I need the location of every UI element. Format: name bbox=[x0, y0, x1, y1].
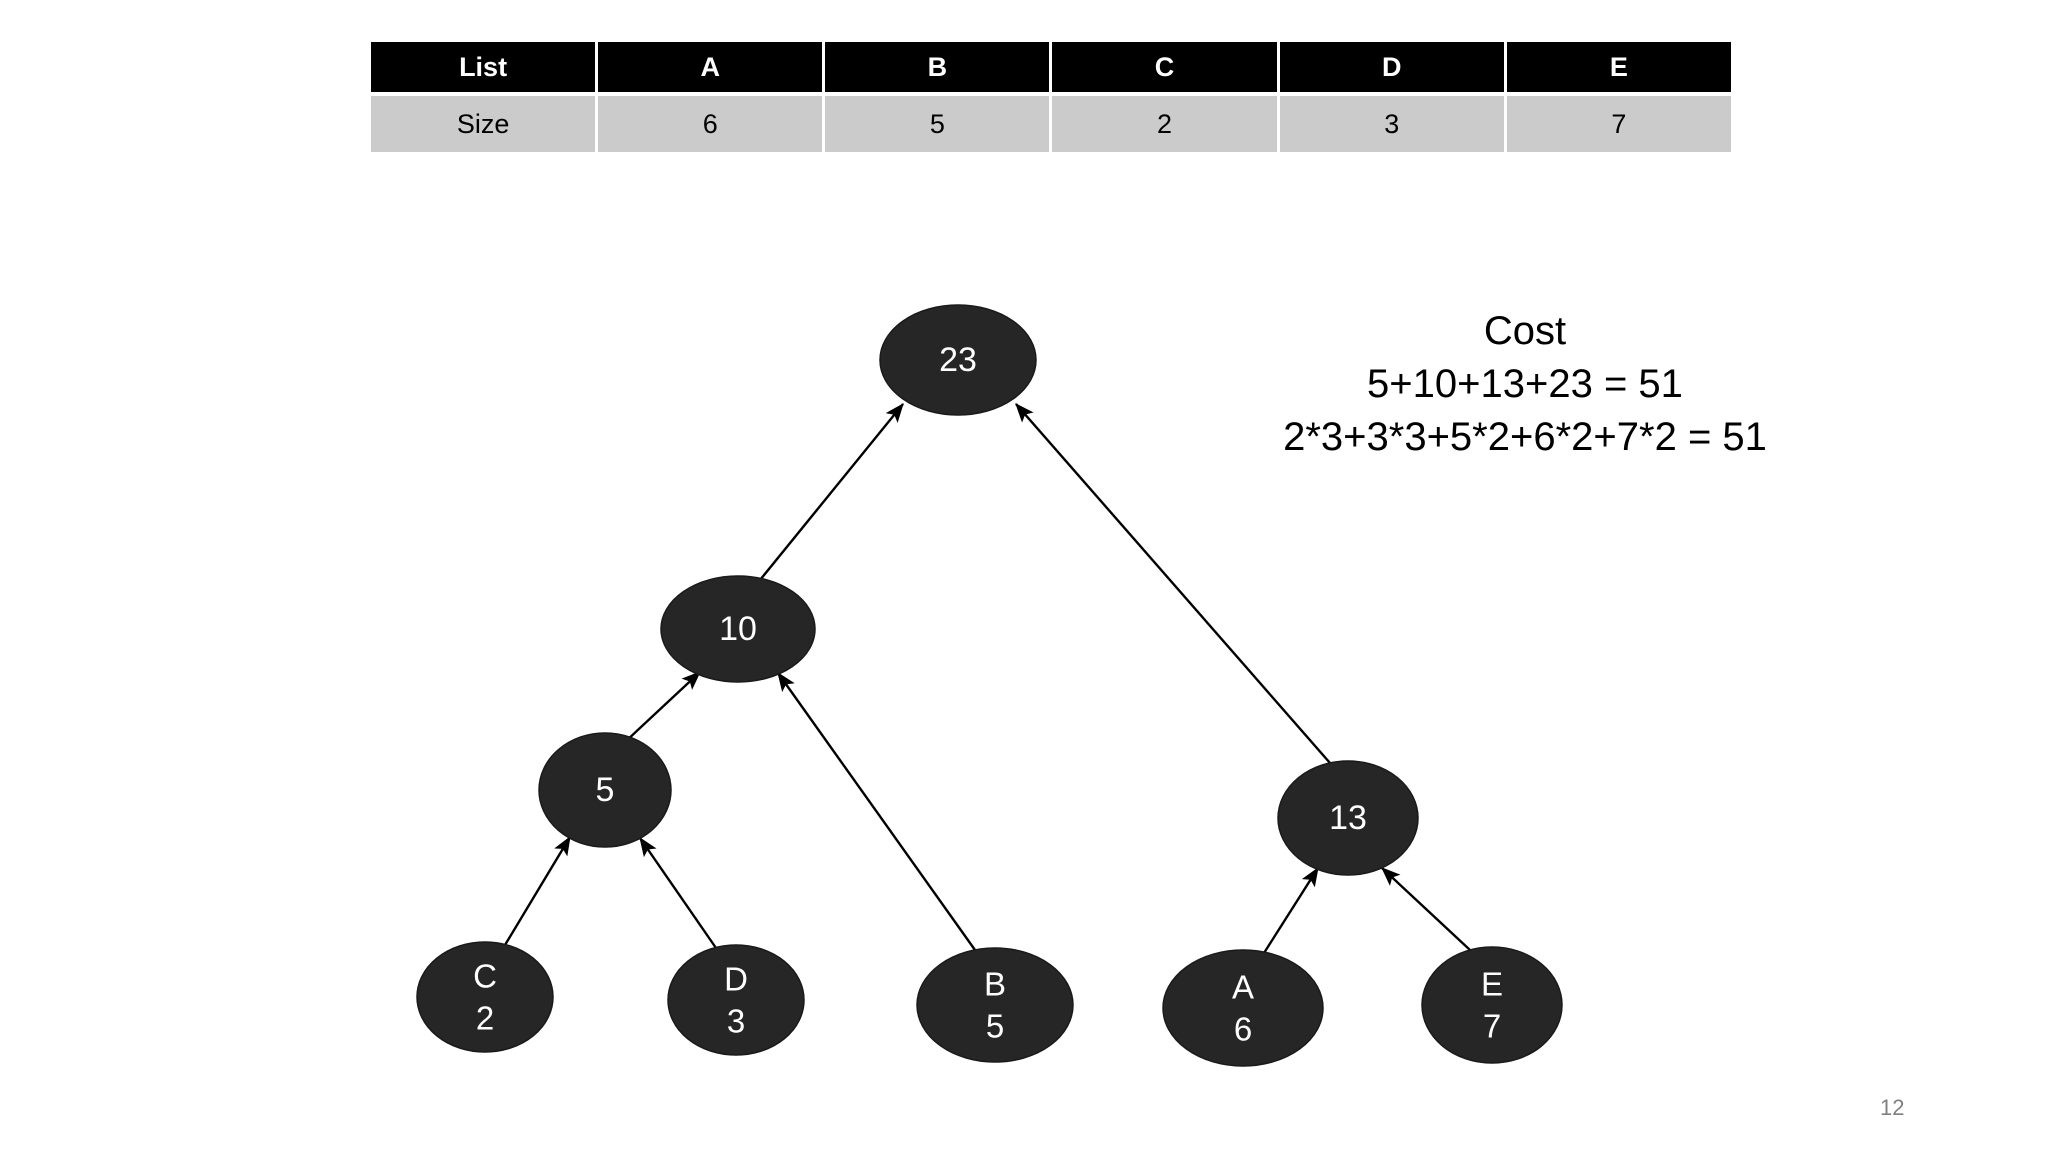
node-label-name-leafB: B bbox=[984, 966, 1006, 1003]
node-shape-n10 bbox=[660, 575, 816, 683]
node-shape-n5 bbox=[538, 732, 672, 848]
node-shape-leafA bbox=[1162, 949, 1324, 1067]
node-shape-leafE bbox=[1421, 946, 1563, 1064]
table-cell-size-d: 3 bbox=[1279, 96, 1504, 152]
node-label-name-leafC: C bbox=[473, 958, 497, 995]
table-cell-size-label: Size bbox=[371, 96, 596, 152]
tree-node-n5[interactable]: 5 bbox=[538, 732, 672, 848]
node-label-name-leafD: D bbox=[724, 961, 748, 998]
size-table: List A B C D E Size 6 5 2 3 7 bbox=[368, 38, 1734, 156]
tree-node-leafC[interactable]: C2 bbox=[416, 941, 554, 1053]
table-cell-size-a: 6 bbox=[598, 96, 823, 152]
tree-node-leafB[interactable]: B5 bbox=[916, 947, 1074, 1063]
tree-node-n13[interactable]: 13 bbox=[1277, 760, 1419, 876]
tree-edge-leafA-to-n13 bbox=[1262, 866, 1320, 954]
table-header-cell-list: List bbox=[371, 42, 596, 92]
tree-edge-layer bbox=[503, 403, 1471, 954]
node-shape-leafB bbox=[916, 947, 1074, 1063]
cost-annotation: Cost 5+10+13+23 = 51 2*3+3*3+5*2+6*2+7*2… bbox=[1190, 305, 1860, 463]
table-header-cell-e: E bbox=[1506, 42, 1731, 92]
node-shape-n13 bbox=[1277, 760, 1419, 876]
tree-edge-n10-to-root bbox=[759, 403, 904, 581]
node-label-weight-leafC: 2 bbox=[476, 1000, 494, 1037]
tree-node-root[interactable]: 23 bbox=[879, 304, 1037, 416]
node-label-weight-leafE: 7 bbox=[1483, 1008, 1501, 1045]
node-label-name-leafA: A bbox=[1232, 969, 1254, 1006]
node-label-root: 23 bbox=[939, 341, 977, 379]
tree-edge-leafE-to-n13 bbox=[1381, 867, 1471, 951]
table-cell-size-c: 2 bbox=[1052, 96, 1277, 152]
tree-node-leafE[interactable]: E7 bbox=[1421, 946, 1563, 1064]
cost-line-sum: 5+10+13+23 = 51 bbox=[1367, 361, 1683, 406]
tree-edge-n5-to-n10 bbox=[624, 671, 701, 743]
tree-node-leafA[interactable]: A6 bbox=[1162, 949, 1324, 1067]
cost-title: Cost bbox=[1483, 309, 1567, 353]
table-cell-size-e: 7 bbox=[1506, 96, 1731, 152]
table-cell-size-b: 5 bbox=[825, 96, 1050, 152]
table-row: Size 6 5 2 3 7 bbox=[371, 96, 1731, 152]
table-header-cell-d: D bbox=[1279, 42, 1504, 92]
node-label-weight-leafA: 6 bbox=[1234, 1011, 1252, 1048]
node-label-n10: 10 bbox=[719, 610, 757, 648]
node-label-weight-leafD: 3 bbox=[727, 1003, 745, 1040]
tree-edge-leafC-to-n5 bbox=[503, 835, 572, 946]
node-label-n5: 5 bbox=[596, 771, 615, 809]
cost-line-weighted: 2*3+3*3+5*2+6*2+7*2 = 51 bbox=[1283, 414, 1767, 459]
table-header-cell-a: A bbox=[598, 42, 823, 92]
table-header-row: List A B C D E bbox=[371, 42, 1731, 92]
table-header-cell-b: B bbox=[825, 42, 1050, 92]
page-number: 12 bbox=[1880, 1095, 1905, 1120]
node-shape-leafD bbox=[667, 944, 805, 1056]
tree-node-leafD[interactable]: D3 bbox=[667, 944, 805, 1056]
tree-edge-leafD-to-n5 bbox=[639, 837, 717, 949]
node-shape-root bbox=[879, 304, 1037, 416]
node-label-weight-leafB: 5 bbox=[986, 1008, 1004, 1045]
node-shape-leafC bbox=[416, 941, 554, 1053]
tree-edge-leafB-to-n10 bbox=[777, 672, 976, 951]
tree-node-n10[interactable]: 10 bbox=[660, 575, 816, 683]
tree-edge-n13-to-root bbox=[1015, 403, 1331, 764]
node-label-name-leafE: E bbox=[1481, 966, 1503, 1003]
node-label-n13: 13 bbox=[1329, 799, 1367, 837]
table-header-cell-c: C bbox=[1052, 42, 1277, 92]
